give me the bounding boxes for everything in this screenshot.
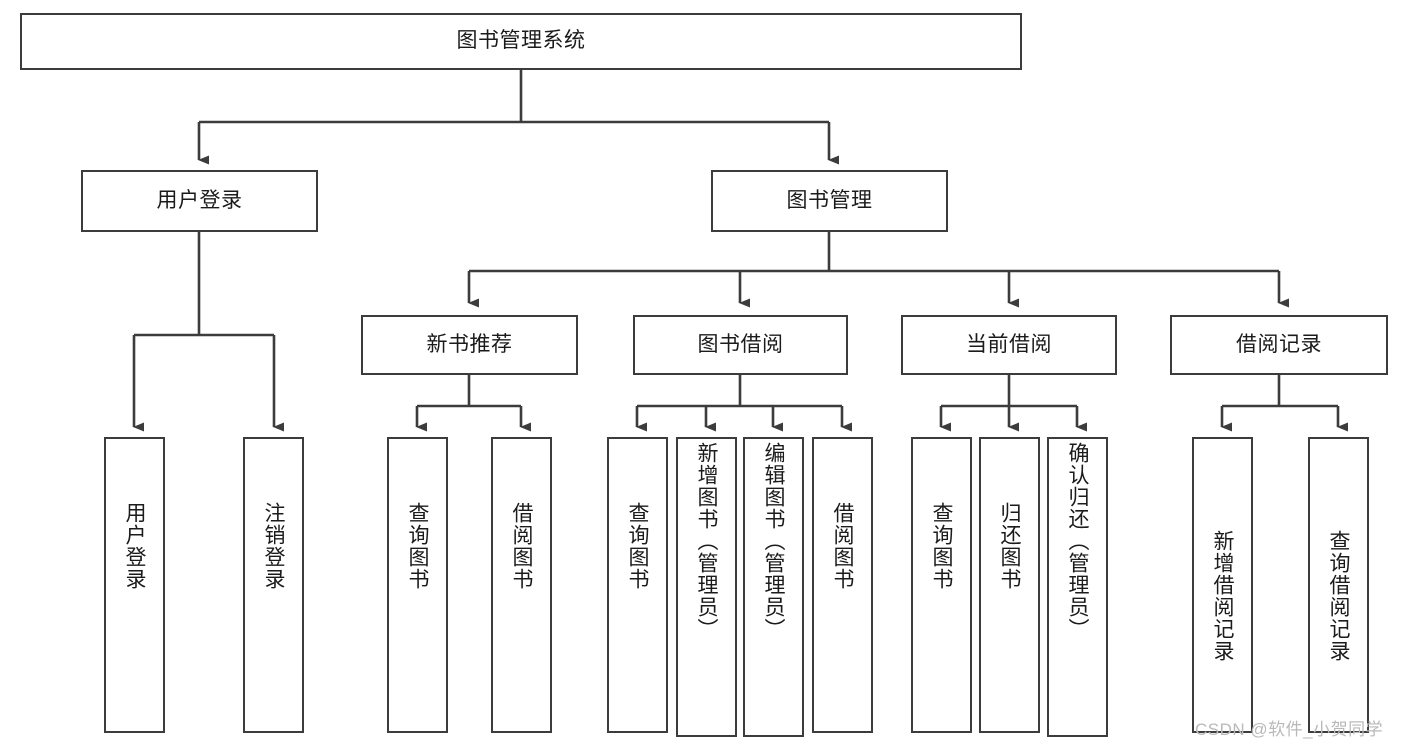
node-root-system[interactable]: 图书管理系统 (20, 13, 1022, 70)
node-current-borrow[interactable]: 当前借阅 (901, 315, 1117, 375)
node-leaf-user-login[interactable]: 用户登录 (104, 437, 165, 733)
node-leaf-borrow-book-2[interactable]: 借阅图书 (812, 437, 873, 733)
node-leaf-edit-book-admin[interactable]: 编辑图书（管理员） (743, 437, 804, 737)
node-label: 用户登录 (156, 188, 243, 212)
node-borrow-record[interactable]: 借阅记录 (1170, 315, 1388, 375)
node-leaf-add-borrow-record[interactable]: 新增借阅记录 (1192, 437, 1253, 733)
node-label: 借阅图书 (831, 502, 854, 590)
node-label: 查询图书 (930, 502, 953, 590)
node-leaf-query-borrow-record[interactable]: 查询借阅记录 (1308, 437, 1369, 733)
node-label: 图书管理系统 (456, 29, 586, 53)
node-label: 查询借阅记录 (1327, 530, 1350, 662)
node-label: 图书借阅 (697, 332, 784, 356)
node-new-book-recommend[interactable]: 新书推荐 (361, 315, 578, 375)
node-label: 编辑图书（管理员） (762, 442, 785, 640)
node-label: 新增借阅记录 (1211, 530, 1234, 662)
node-leaf-query-book-1[interactable]: 查询图书 (387, 437, 448, 733)
node-leaf-confirm-return-admin[interactable]: 确认归还（管理员） (1047, 437, 1108, 737)
node-label: 归还图书 (998, 502, 1021, 590)
node-label: 注销登录 (262, 502, 285, 590)
node-user-login[interactable]: 用户登录 (81, 170, 318, 232)
node-label: 当前借阅 (966, 332, 1052, 356)
node-label: 借阅记录 (1236, 332, 1322, 356)
node-label: 新书推荐 (426, 332, 513, 356)
node-leaf-logout-login[interactable]: 注销登录 (243, 437, 304, 733)
node-leaf-query-book-3[interactable]: 查询图书 (911, 437, 972, 733)
node-label: 图书管理 (786, 188, 873, 212)
node-label: 查询图书 (626, 502, 649, 590)
node-label: 确认归还（管理员） (1066, 442, 1089, 640)
node-label: 用户登录 (123, 502, 146, 590)
node-label: 查询图书 (406, 502, 429, 590)
node-book-borrow[interactable]: 图书借阅 (633, 315, 848, 375)
node-label: 借阅图书 (510, 502, 533, 590)
node-book-management[interactable]: 图书管理 (711, 170, 948, 232)
node-leaf-query-book-2[interactable]: 查询图书 (607, 437, 668, 733)
node-leaf-borrow-book-1[interactable]: 借阅图书 (491, 437, 552, 733)
node-leaf-add-book-admin[interactable]: 新增图书（管理员） (676, 437, 737, 737)
node-label: 新增图书（管理员） (695, 442, 718, 640)
node-leaf-return-book[interactable]: 归还图书 (979, 437, 1040, 733)
